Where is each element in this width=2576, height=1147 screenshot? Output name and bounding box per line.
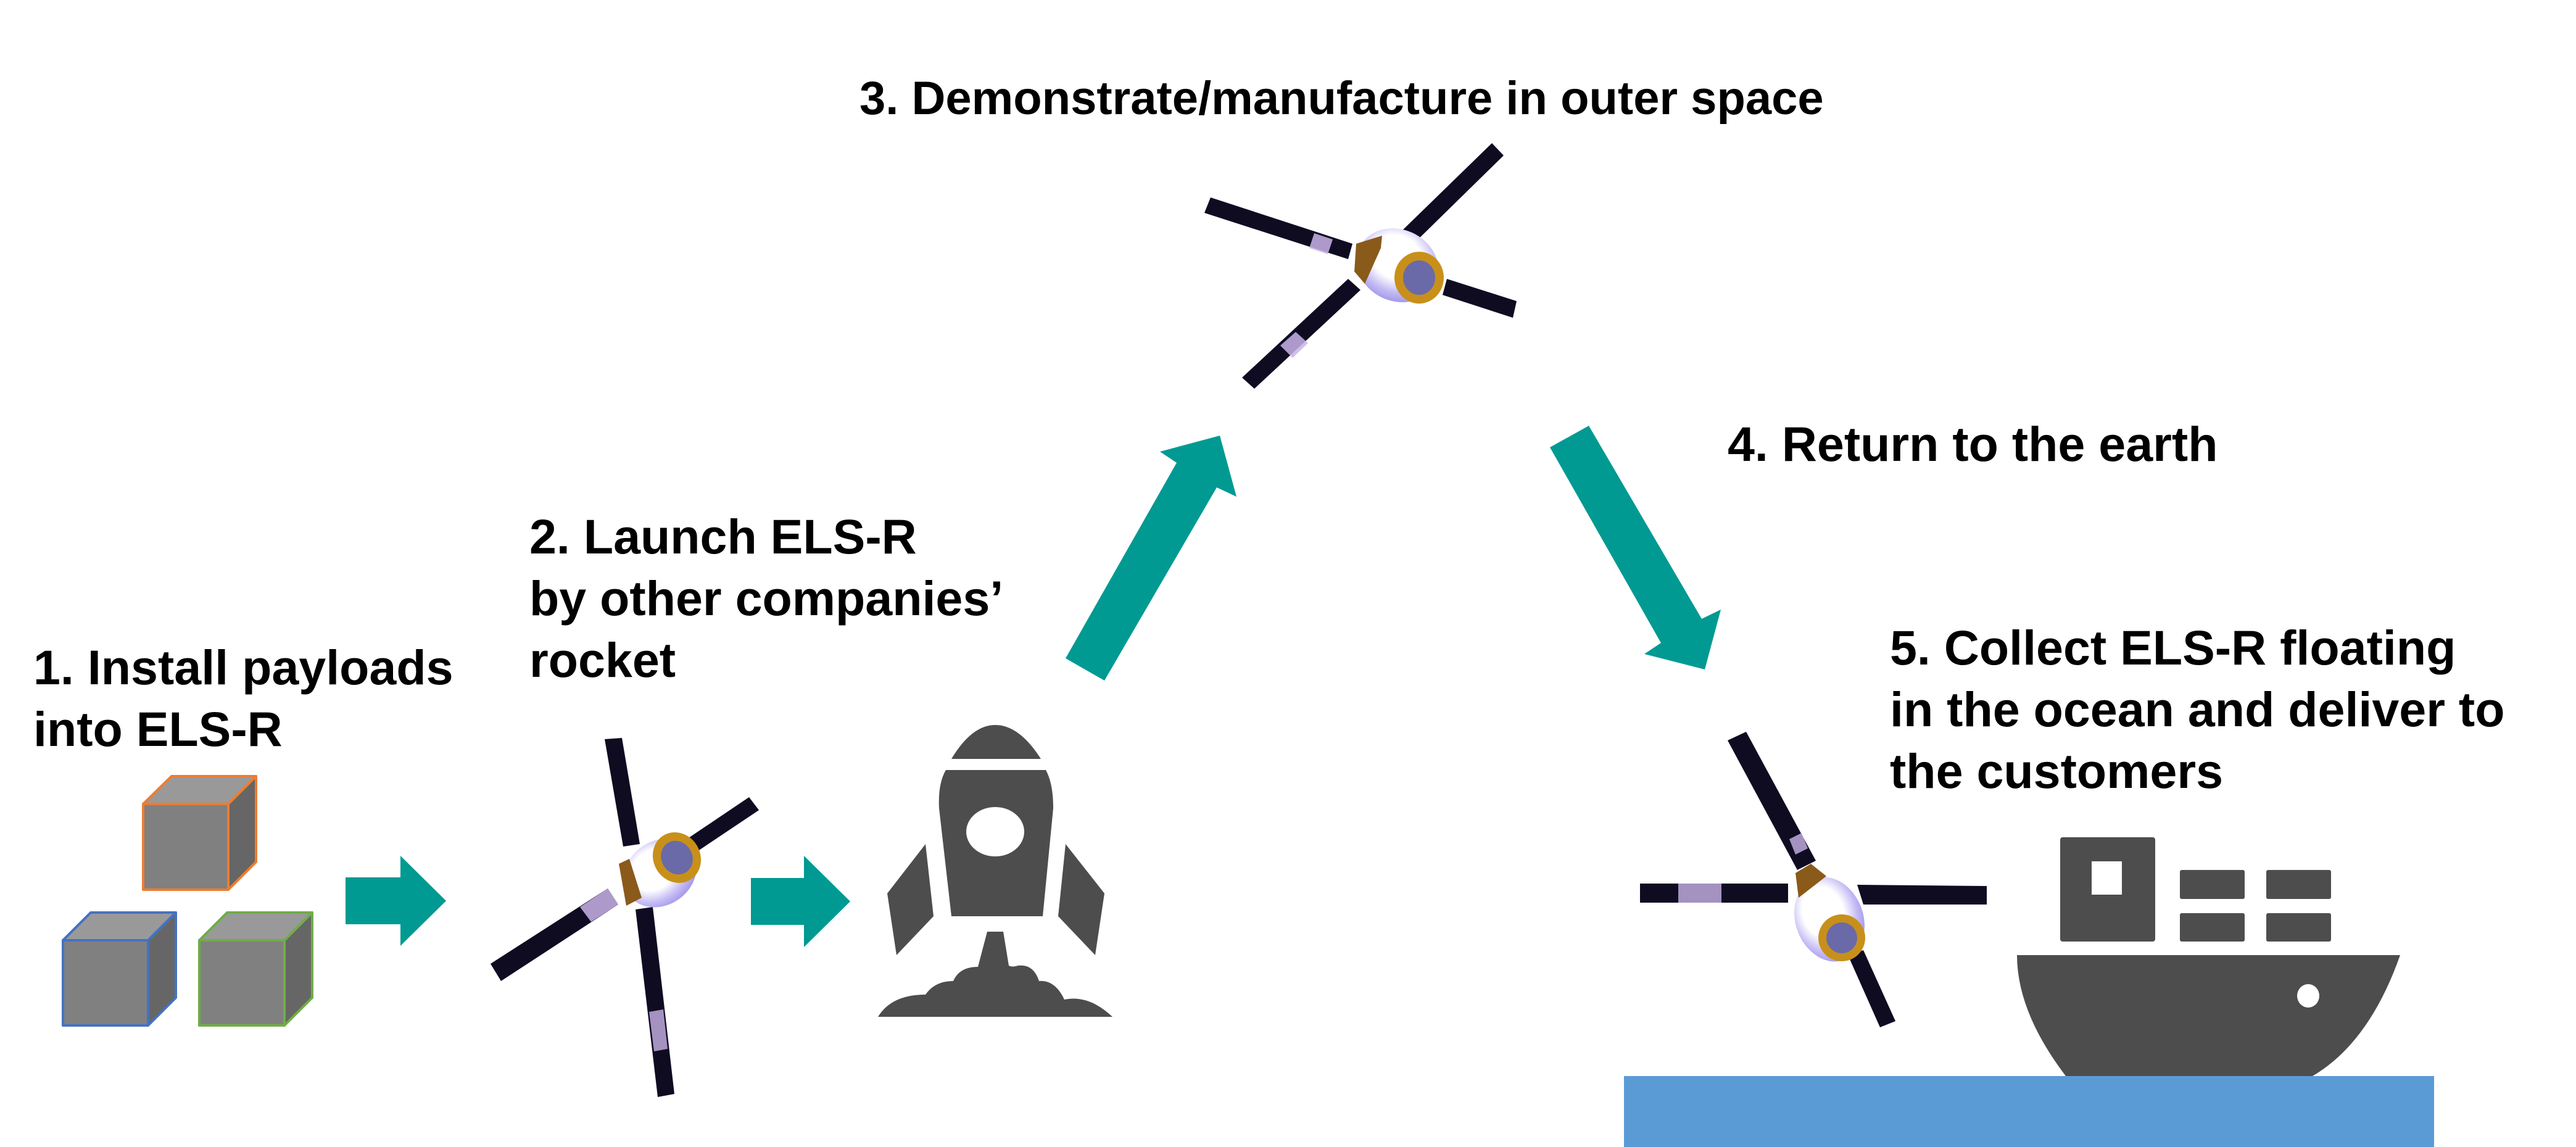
payload-cubes-icon	[62, 775, 313, 1027]
step-2-line-2: by other companies’	[529, 571, 1004, 626]
cube-green	[198, 911, 313, 1027]
satellite-icon	[1204, 143, 1517, 389]
step-2-line-1: 2. Launch ELS-R	[529, 509, 917, 564]
step-3-label: 3. Demonstrate/manufacture in outer spac…	[859, 68, 1824, 130]
right-arrow-icon	[751, 856, 850, 947]
step-5-line-3: the customers	[1890, 743, 2224, 798]
step-2-label: 2. Launch ELS-R by other companies’ rock…	[529, 506, 1003, 691]
cube-orange	[142, 775, 257, 891]
step-4-label: 4. Return to the earth	[1728, 413, 2218, 475]
step-3-line-1: 3. Demonstrate/manufacture in outer spac…	[859, 72, 1824, 125]
satellite-icon	[1640, 732, 1987, 1027]
ocean	[1624, 1076, 2434, 1147]
up-right-arrow-icon	[1066, 436, 1236, 681]
step-1-line-1: 1. Install payloads	[33, 640, 453, 695]
cargo-ship-icon	[2017, 837, 2400, 1076]
step-2-line-3: rocket	[529, 632, 676, 687]
step-4-line-1: 4. Return to the earth	[1728, 416, 2218, 471]
step-5-line-1: 5. Collect ELS-R floating	[1890, 620, 2456, 675]
down-right-arrow-icon	[1550, 426, 1721, 669]
step-5-line-2: in the ocean and deliver to	[1890, 682, 2505, 737]
rocket-icon	[878, 725, 1112, 1017]
step-1-line-2: into ELS-R	[33, 702, 283, 756]
cube-blue	[62, 911, 177, 1027]
right-arrow-icon	[346, 856, 446, 946]
satellite-icon	[491, 738, 759, 1097]
step-1-label: 1. Install payloads into ELS-R	[33, 637, 453, 760]
step-5-label: 5. Collect ELS-R floating in the ocean a…	[1890, 617, 2505, 802]
